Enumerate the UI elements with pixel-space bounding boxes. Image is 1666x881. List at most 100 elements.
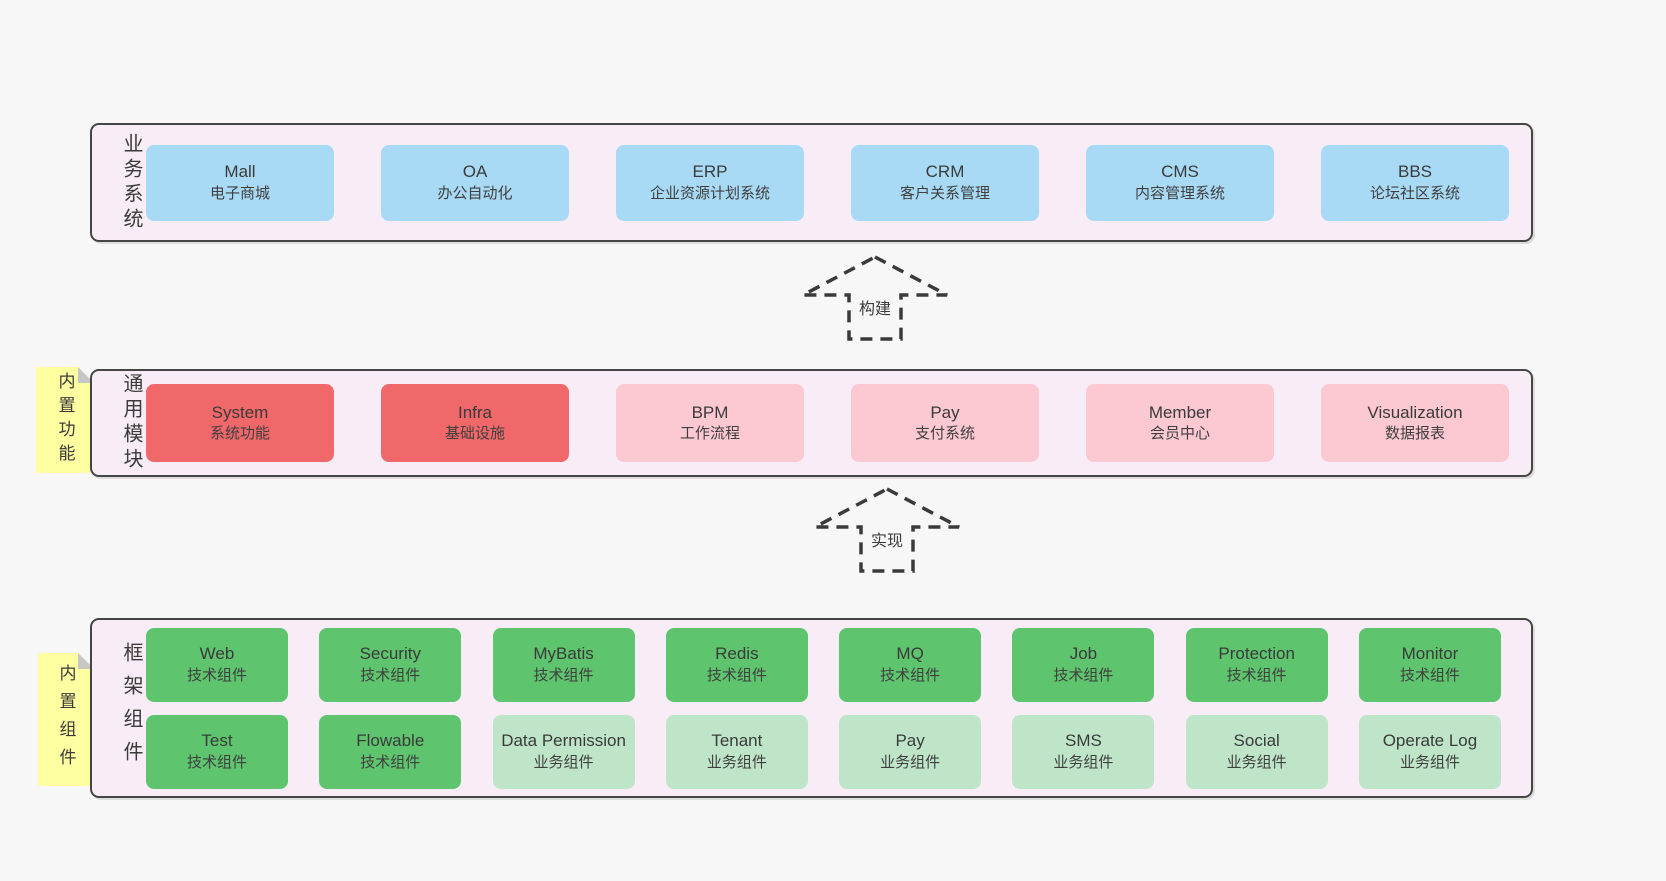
up-arrow-icon (814, 487, 960, 573)
box-desc: 数据报表 (1384, 425, 1445, 443)
box-name: Tenant (711, 731, 763, 751)
box-desc: 技术组件 (1053, 666, 1114, 684)
box-tenant: Tenant 业务组件 (665, 714, 808, 789)
box-name: Mall (224, 162, 256, 182)
box-desc: 企业资源计划系统 (649, 184, 770, 202)
box-mybatis: MyBatis 技术组件 (492, 627, 635, 702)
arrow-label: 实现 (867, 526, 907, 552)
box-name: Infra (457, 402, 493, 422)
layer-body: System 系统功能 Infra 基础设施 BPM 工作流程 Pay 支付系统… (146, 384, 1531, 462)
box-flowable: Flowable 技术组件 (319, 714, 462, 789)
box-cms: CMS 内容管理系统 (1086, 144, 1274, 221)
box-desc: 会员中心 (1149, 425, 1210, 443)
box-oa: OA 办公自动化 (381, 144, 569, 221)
sticky-note-builtin-components: 内置组件 (38, 653, 94, 786)
box-name: Redis (715, 644, 759, 664)
up-arrow-icon (802, 255, 948, 341)
box-desc: 业务组件 (533, 753, 594, 771)
box-name: Pay (930, 402, 960, 422)
box-name: OA (462, 162, 488, 182)
layer-label-business-systems: 业务系统 (120, 132, 142, 233)
box-name: Test (201, 731, 233, 751)
box-name: SMS (1064, 731, 1102, 751)
box-desc: 技术组件 (360, 753, 421, 771)
box-desc: 业务组件 (1399, 753, 1460, 771)
box-name: Job (1069, 644, 1098, 664)
box-social: Social 业务组件 (1185, 714, 1328, 789)
box-operate-log: Operate Log 业务组件 (1358, 714, 1501, 789)
business-systems-row: Mall 电子商城 OA 办公自动化 ERP 企业资源计划系统 CRM 客户关系… (146, 144, 1509, 221)
box-crm: CRM 客户关系管理 (851, 144, 1039, 221)
box-desc: 业务组件 (1053, 753, 1114, 771)
box-name: Protection (1218, 644, 1295, 664)
box-redis: Redis 技术组件 (665, 627, 808, 702)
box-name: Pay (895, 731, 925, 751)
sticky-label: 内置功能 (55, 372, 75, 468)
box-name: Flowable (356, 731, 425, 751)
box-name: Visualization (1367, 402, 1463, 422)
box-name: Social (1233, 731, 1280, 751)
box-mall: Mall 电子商城 (146, 144, 334, 221)
layer-body: Mall 电子商城 OA 办公自动化 ERP 企业资源计划系统 CRM 客户关系… (146, 144, 1531, 221)
box-bbs: BBS 论坛社区系统 (1321, 144, 1509, 221)
box-test: Test 技术组件 (146, 714, 288, 789)
tech-components-row: Web 技术组件 Security 技术组件 MyBatis 技术组件 Redi… (146, 627, 1501, 702)
box-security: Security 技术组件 (319, 627, 462, 702)
box-desc: 论坛社区系统 (1369, 184, 1460, 202)
box-system: System 系统功能 (146, 384, 334, 462)
box-desc: 技术组件 (880, 666, 941, 684)
box-name: BBS (1397, 162, 1433, 182)
build-arrow: 构建 (800, 254, 950, 342)
box-pay-module: Pay 支付系统 (851, 384, 1039, 462)
box-desc: 业务组件 (880, 753, 941, 771)
box-name: BPM (691, 402, 729, 422)
box-name: Security (359, 644, 421, 664)
box-desc: 办公自动化 (437, 184, 513, 202)
layer-common-modules: 通用模块 System 系统功能 Infra 基础设施 BPM 工作流程 Pay… (90, 369, 1533, 477)
box-name: ERP (692, 162, 728, 182)
box-name: System (211, 402, 269, 422)
sticky-label: 内置组件 (56, 663, 76, 776)
implement-arrow: 实现 (812, 486, 962, 574)
box-desc: 基础设施 (444, 425, 505, 443)
box-desc: 技术组件 (360, 666, 421, 684)
box-name: CMS (1161, 162, 1199, 182)
box-desc: 技术组件 (186, 666, 247, 684)
biz-components-row: Test 技术组件 Flowable 技术组件 Data Permission … (146, 714, 1501, 789)
layer-label-common-modules: 通用模块 (120, 373, 142, 473)
box-job: Job 技术组件 (1012, 627, 1155, 702)
common-modules-row: System 系统功能 Infra 基础设施 BPM 工作流程 Pay 支付系统… (146, 384, 1509, 462)
box-desc: 技术组件 (533, 666, 594, 684)
box-desc: 业务组件 (1226, 753, 1287, 771)
box-desc: 技术组件 (1226, 666, 1287, 684)
box-protection: Protection 技术组件 (1185, 627, 1328, 702)
box-sms: SMS 业务组件 (1012, 714, 1155, 789)
box-bpm: BPM 工作流程 (616, 384, 804, 462)
box-mq: MQ 技术组件 (839, 627, 982, 702)
box-desc: 电子商城 (209, 184, 270, 202)
arrow-label: 构建 (855, 294, 895, 320)
box-visualization: Visualization 数据报表 (1321, 384, 1509, 462)
box-desc: 系统功能 (209, 425, 270, 443)
box-infra: Infra 基础设施 (381, 384, 569, 462)
box-name: Member (1148, 402, 1212, 422)
box-desc: 支付系统 (914, 425, 975, 443)
box-desc: 内容管理系统 (1134, 184, 1225, 202)
box-name: MyBatis (533, 644, 594, 664)
box-name: Monitor (1401, 644, 1459, 664)
box-desc: 技术组件 (706, 666, 767, 684)
box-desc: 业务组件 (706, 753, 767, 771)
box-name: MQ (896, 644, 924, 664)
box-pay-component: Pay 业务组件 (839, 714, 982, 789)
sticky-note-builtin-features: 内置功能 (36, 367, 94, 473)
box-desc: 客户关系管理 (899, 184, 990, 202)
layer-body: Web 技术组件 Security 技术组件 MyBatis 技术组件 Redi… (146, 627, 1531, 789)
layer-business-systems: 业务系统 Mall 电子商城 OA 办公自动化 ERP 企业资源计划系统 CRM… (90, 123, 1533, 242)
layer-framework-components: 框架组件 Web 技术组件 Security 技术组件 MyBatis 技术组件… (90, 618, 1533, 798)
box-monitor: Monitor 技术组件 (1358, 627, 1501, 702)
box-desc: 工作流程 (679, 425, 740, 443)
box-web: Web 技术组件 (146, 627, 288, 702)
box-name: CRM (925, 162, 965, 182)
box-data-permission: Data Permission 业务组件 (492, 714, 635, 789)
